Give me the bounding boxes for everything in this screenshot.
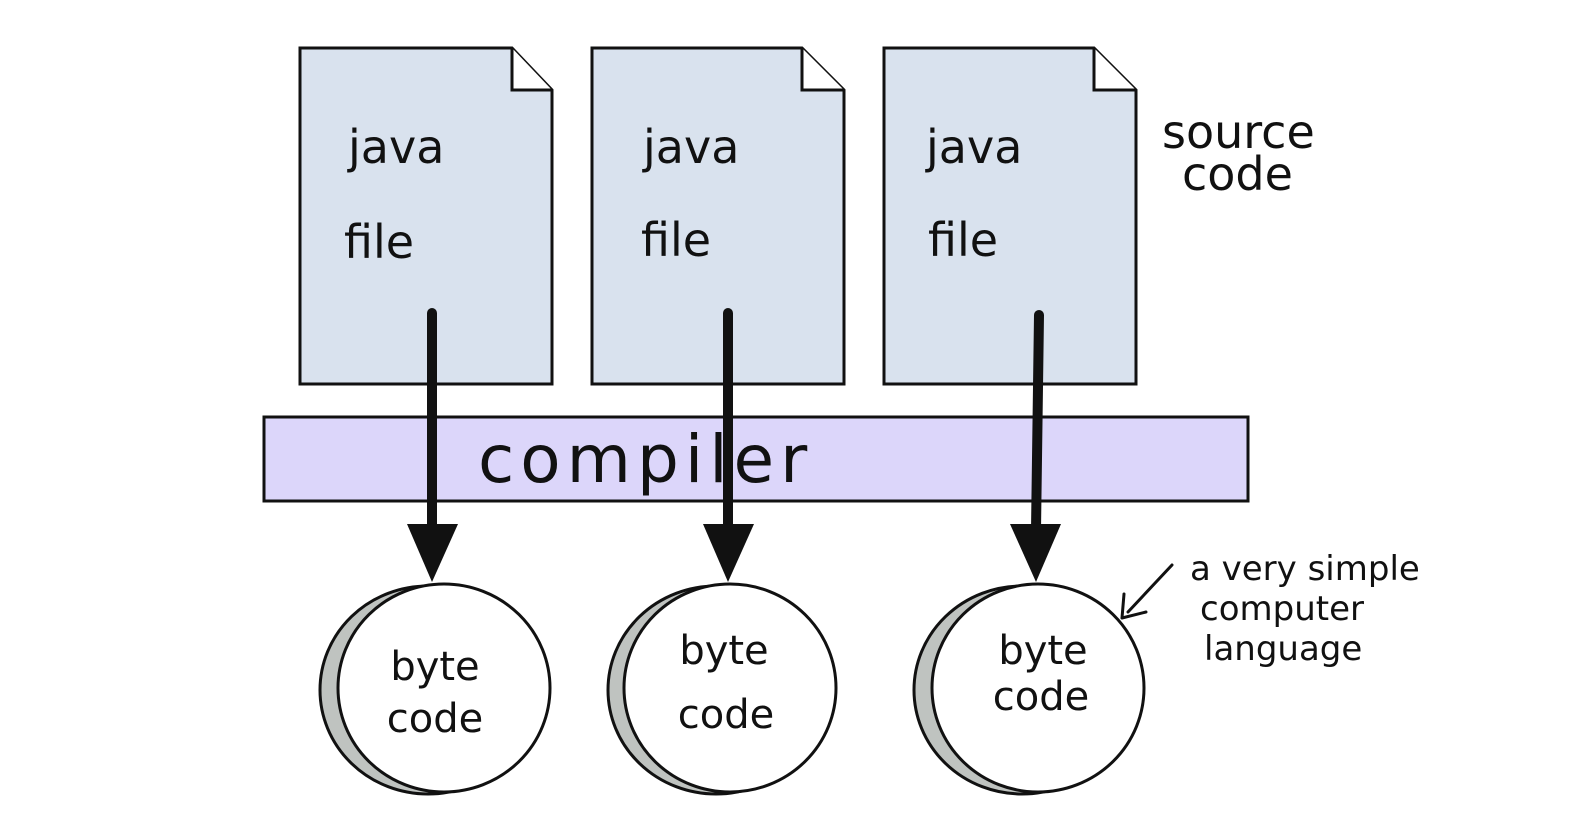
source-file-3-line1: java bbox=[925, 120, 1022, 174]
compile-arrow-2 bbox=[703, 308, 754, 582]
source-file-1-line1: java bbox=[347, 120, 444, 174]
source-file-3-line2: file bbox=[928, 213, 998, 267]
byte-code-2: byte code bbox=[606, 582, 838, 796]
byte-code-1: byte code bbox=[318, 582, 552, 796]
source-label-line1: source bbox=[1162, 105, 1315, 159]
source-file-1: java file bbox=[298, 46, 554, 386]
annotation-line3: language bbox=[1204, 629, 1362, 669]
source-file-2-line2: file bbox=[641, 213, 711, 267]
source-file-1-line2: file bbox=[344, 215, 414, 269]
byte-code-2-line2: code bbox=[678, 692, 774, 738]
source-file-2: java file bbox=[590, 46, 846, 386]
source-code-label: source code bbox=[1162, 105, 1315, 201]
compile-arrow-1 bbox=[407, 308, 458, 582]
byte-code-3-line1: byte bbox=[998, 628, 1087, 674]
byte-code-2-line1: byte bbox=[679, 628, 768, 674]
annotation-line1: a very simple bbox=[1190, 549, 1420, 589]
compiler-label: compiler bbox=[478, 421, 813, 498]
byte-code-3: byte code bbox=[912, 582, 1146, 796]
source-file-3: java file bbox=[882, 46, 1138, 386]
byte-code-1-line1: byte bbox=[390, 644, 479, 690]
annotation-pointer-arrow bbox=[1120, 563, 1174, 620]
source-label-line2: code bbox=[1182, 147, 1293, 201]
byte-code-3-line2: code bbox=[993, 674, 1089, 720]
byte-code-1-line2: code bbox=[387, 696, 483, 742]
bytecode-annotation: a very simple computer language bbox=[1190, 549, 1420, 669]
source-file-2-line1: java bbox=[642, 120, 739, 174]
annotation-line2: computer bbox=[1200, 589, 1364, 629]
compiler-band: compiler bbox=[262, 415, 1250, 503]
compile-arrow-3 bbox=[1010, 310, 1061, 582]
